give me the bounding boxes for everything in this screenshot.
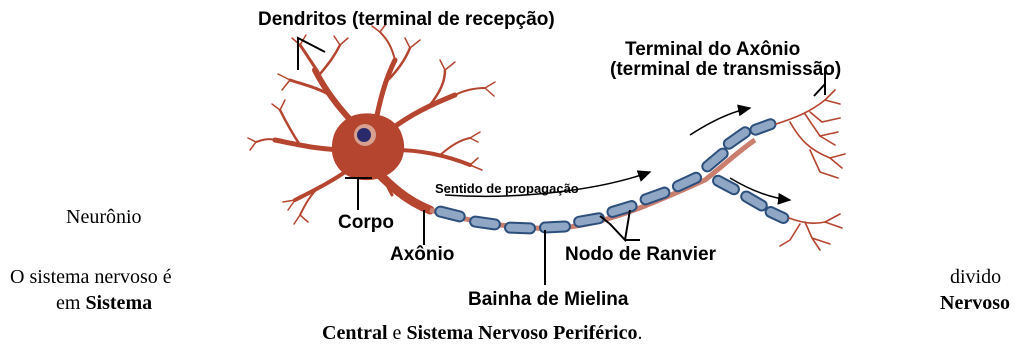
axon-hillock [375, 170, 430, 210]
bottom-end: . [637, 322, 642, 344]
left-text-line2: em Sistema [56, 292, 152, 315]
bottom-bold-1: Central [322, 322, 388, 344]
right-text-line2: Nervoso [940, 292, 1010, 315]
bottom-sentence: Central e Sistema Nervoso Periférico. [322, 322, 642, 345]
label-axonio: Axônio [390, 244, 454, 265]
bottom-mid: e [388, 322, 407, 344]
left-text-line1: O sistema nervoso é [10, 266, 172, 289]
bottom-bold-2: Sistema Nervoso Periférico [406, 322, 637, 344]
label-terminal-line2: (terminal de transmissão) [610, 59, 841, 80]
label-nodo-de-ranvier: Nodo de Ranvier [565, 244, 717, 265]
cell-body [332, 113, 404, 180]
label-sentido: Sentido de propagação [435, 181, 579, 196]
right-text-line1: divido [950, 266, 1001, 289]
left-text-bold: Sistema [85, 292, 152, 314]
myelin-sheath [434, 118, 790, 234]
axon-terminals [776, 90, 845, 250]
label-corpo: Corpo [338, 212, 394, 233]
label-dendritos: Dendritos (terminal de recepção) [258, 9, 555, 30]
neuronio-caption: Neurônio [66, 206, 142, 229]
label-bainha-de-mielina: Bainha de Mielina [468, 289, 629, 310]
nucleus [357, 128, 371, 142]
left-text-prefix: em [56, 292, 85, 314]
label-terminal-line1: Terminal do Axônio [625, 39, 800, 60]
